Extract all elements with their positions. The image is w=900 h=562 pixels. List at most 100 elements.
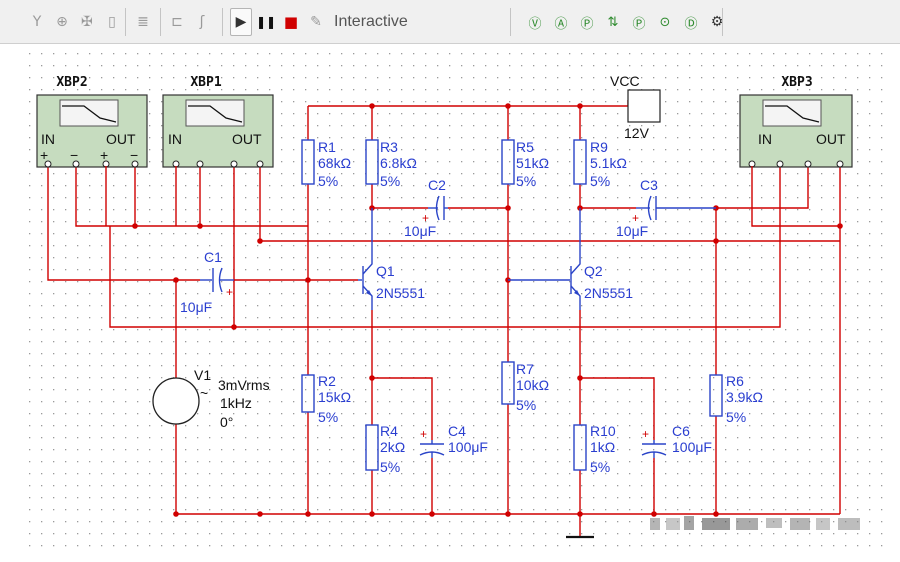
toolbar-separator (160, 8, 161, 36)
iv-analyzer-icon[interactable]: ✠ (81, 14, 93, 30)
instrument-name: XBP3 (781, 75, 812, 90)
simulation-controls: ▶ ❚❚ ■ ✎ Interactive (230, 6, 408, 38)
svg-text:5%: 5% (590, 173, 610, 189)
probe-settings-icon[interactable]: ✎ (310, 14, 322, 30)
a-probe-icon[interactable]: Ⓐ (554, 16, 568, 32)
svg-text:+: + (420, 427, 427, 441)
svg-text:R5: R5 (516, 139, 534, 155)
lowpass-curve-icon (62, 105, 117, 123)
svg-text:15kΩ: 15kΩ (318, 389, 351, 405)
svg-text:V1: V1 (194, 367, 211, 383)
instrument-tools-group: Y ⊕ ✠ ▯ (26, 6, 123, 38)
schematic-canvas[interactable]: XBP2 IN OUT + − + − XBP1 IN OUT XBP3 IN OU… (0, 44, 900, 562)
resistor-r6[interactable]: R6 3.9kΩ 5% (709, 373, 763, 425)
lowpass-curve-icon (188, 105, 243, 123)
svg-text:5%: 5% (318, 409, 338, 425)
svg-text:5%: 5% (318, 173, 338, 189)
resistor-r1[interactable]: R1 68kΩ 5% (301, 139, 351, 189)
svg-text:R7: R7 (516, 361, 534, 377)
pause-button[interactable]: ❚❚ (255, 15, 277, 29)
vcc-source[interactable]: VCC 12V (610, 73, 661, 141)
resistor-r2[interactable]: R2 15kΩ 5% (301, 373, 351, 425)
in-label: IN (168, 131, 182, 147)
toolbar-separator (125, 8, 126, 36)
capacitor-c4[interactable]: C4 100μF + (419, 423, 488, 458)
svg-text:−: − (130, 147, 138, 163)
p-probe-icon[interactable]: Ⓟ (580, 16, 594, 32)
run-button[interactable]: ▶ (230, 8, 252, 36)
resistor-r7[interactable]: R7 10kΩ 5% (501, 361, 549, 413)
transistor-q1[interactable]: Q1 2N5551 (358, 240, 425, 310)
v-probe-icon[interactable]: Ⓥ (528, 16, 542, 32)
digital-probe-icon[interactable]: Ⓓ (684, 16, 698, 32)
toolbar-separator (222, 8, 223, 36)
lowpass-curve-icon (765, 105, 820, 123)
bode-plotter-xbp1[interactable]: XBP1 IN OUT (162, 75, 274, 168)
resistor-r4[interactable]: R4 2kΩ 5% (365, 423, 405, 475)
svg-text:10μF: 10μF (404, 223, 436, 239)
toolbar-separator (510, 8, 511, 36)
capacitor-c2[interactable]: C2 10μF + (404, 177, 448, 239)
diff-probe-icon[interactable]: Ⓟ (632, 16, 646, 32)
resistor-r10[interactable]: R10 1kΩ 5% (573, 423, 616, 475)
in-label: IN (41, 131, 55, 147)
svg-text:R1: R1 (318, 139, 336, 155)
svg-text:C4: C4 (448, 423, 466, 439)
svg-text:100μF: 100μF (672, 439, 712, 455)
svg-text:5%: 5% (516, 397, 536, 413)
resistor-r9[interactable]: R9 5.1kΩ 5% (573, 139, 627, 189)
svg-text:5%: 5% (516, 173, 536, 189)
svg-text:C3: C3 (640, 177, 658, 193)
simulation-mode-label[interactable]: Interactive (334, 13, 408, 30)
out-label: OUT (106, 131, 136, 147)
svg-text:10kΩ: 10kΩ (516, 377, 549, 393)
network-analyzer-icon[interactable]: ⊕ (56, 14, 68, 30)
svg-text:6.8kΩ: 6.8kΩ (380, 155, 417, 171)
spectrum-icon[interactable]: ≣ (137, 14, 149, 30)
watermark (650, 516, 860, 530)
svg-text:10μF: 10μF (180, 299, 212, 315)
svg-text:2N5551: 2N5551 (584, 285, 633, 301)
svg-text:+: + (40, 147, 48, 163)
svg-text:C6: C6 (672, 423, 690, 439)
instrument-name: XBP2 (56, 75, 87, 90)
capacitor-c6[interactable]: C6 100μF + (641, 423, 712, 458)
svg-text:2kΩ: 2kΩ (380, 439, 405, 455)
ref-probe-icon[interactable]: ⊙ (659, 14, 671, 30)
voltmeter-icon[interactable]: ▯ (108, 14, 116, 30)
bode-plotter-xbp2[interactable]: XBP2 IN OUT + − + − (36, 75, 148, 168)
svg-text:100μF: 100μF (448, 439, 488, 455)
svg-text:+: + (100, 147, 108, 163)
transistor-q2[interactable]: Q2 2N5551 (508, 240, 633, 310)
svg-text:−: − (70, 147, 78, 163)
ac-voltage-source-v1[interactable]: V1 ~ 3mVrms 1kHz 0° (152, 367, 270, 430)
svg-text:C2: C2 (428, 177, 446, 193)
svg-text:68kΩ: 68kΩ (318, 155, 351, 171)
stop-button[interactable]: ■ (283, 13, 299, 31)
capacitor-c3[interactable]: C3 10μF + (616, 177, 716, 239)
svg-text:R2: R2 (318, 373, 336, 389)
logic-icon[interactable]: ⊏ (171, 14, 183, 30)
probe-tools-group: Ⓥ Ⓐ Ⓟ ⇅ Ⓟ ⊙ Ⓓ ⚙ (524, 6, 728, 38)
svg-text:R9: R9 (590, 139, 608, 155)
svg-text:5%: 5% (380, 459, 400, 475)
gear-icon[interactable]: ⚙ (710, 14, 724, 30)
svg-text:3.9kΩ: 3.9kΩ (726, 389, 763, 405)
svg-text:5%: 5% (726, 409, 746, 425)
logic-tools-group: ⊏ ʃ (166, 6, 213, 38)
bode-plotter-xbp3[interactable]: XBP3 IN OUT (739, 75, 853, 168)
svg-text:+: + (226, 285, 233, 299)
svg-text:1kHz: 1kHz (220, 395, 252, 411)
probe-icon[interactable]: Y (32, 14, 42, 30)
capacitor-c1[interactable]: C1 10μF + (180, 249, 234, 315)
wave-icon[interactable]: ʃ (199, 14, 205, 30)
svg-text:+: + (422, 211, 429, 225)
resistor-r5[interactable]: R5 51kΩ 5% (501, 139, 549, 189)
out-label: OUT (232, 131, 262, 147)
vcc-value: 12V (624, 125, 650, 141)
diff-v-probe-icon[interactable]: ⇅ (607, 14, 619, 30)
resistor-r3[interactable]: R3 6.8kΩ 5% (365, 139, 417, 189)
vcc-label: VCC (610, 73, 640, 89)
out-label: OUT (816, 131, 846, 147)
analysis-tools-group: ≣ (132, 6, 154, 38)
